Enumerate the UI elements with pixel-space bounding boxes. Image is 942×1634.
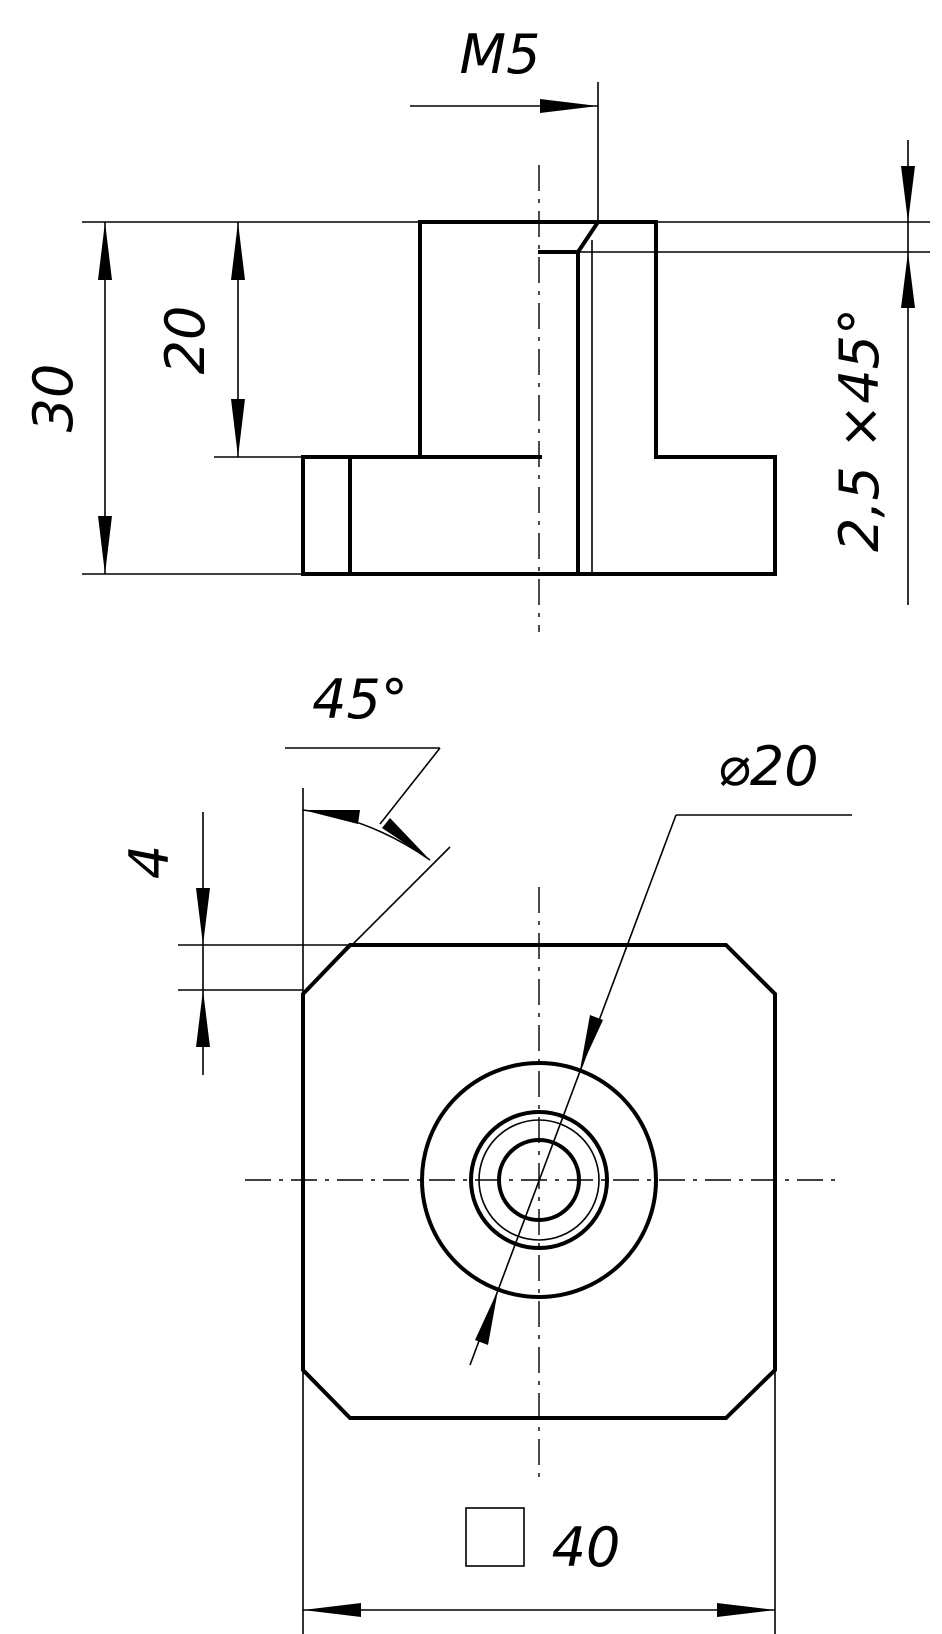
dim-d20-label: ⌀20	[717, 735, 818, 798]
top-view-outline	[301, 943, 777, 1420]
dim-45-label: 45°	[312, 668, 408, 731]
dim-40-label: 40	[552, 1516, 621, 1579]
dim-45-leader-diagonal	[379, 747, 441, 825]
top-view: 4 45° ⌀20 40	[118, 668, 852, 1634]
dim-4-label: 4	[118, 845, 181, 879]
dim-45-arc	[302, 809, 431, 861]
square-symbol	[465, 1507, 525, 1567]
dim-chamfer-arrow-top	[901, 166, 915, 222]
dim-m5-label: M5	[460, 23, 541, 86]
dim-20-label: 20	[154, 306, 217, 375]
dim-40-arrow-left	[303, 1603, 361, 1617]
dim-30-arrow-bottom	[98, 516, 112, 574]
front-chamfer-edge	[575, 219, 601, 255]
dim-20-arrow-top	[231, 222, 245, 280]
dim-d20-leader	[469, 814, 677, 1366]
dim-45-ext-diagonal	[302, 846, 451, 995]
dim-m5-arrow	[540, 99, 598, 113]
dim-30-label: 30	[22, 364, 85, 433]
dim-4-arrow-top	[196, 888, 210, 945]
dim-chamfer-arrow-bottom	[901, 252, 915, 308]
dim-45-arrow-left	[303, 810, 360, 824]
dim-d20-arrow-top	[580, 1015, 603, 1070]
front-view: 30 20 M5 2,5 ×45°	[22, 23, 930, 632]
dim-40-arrow-right	[717, 1603, 775, 1617]
dim-45-arrow-right	[382, 818, 430, 860]
dim-30-arrow-top	[98, 222, 112, 280]
dim-4-arrow-bottom	[196, 990, 210, 1047]
dim-20-arrow-bottom	[231, 399, 245, 457]
dim-d20-arrow-bottom	[475, 1290, 498, 1345]
counterbore-circle	[469, 1110, 609, 1250]
dim-chamfer-label: 2,5 ×45°	[828, 308, 891, 552]
